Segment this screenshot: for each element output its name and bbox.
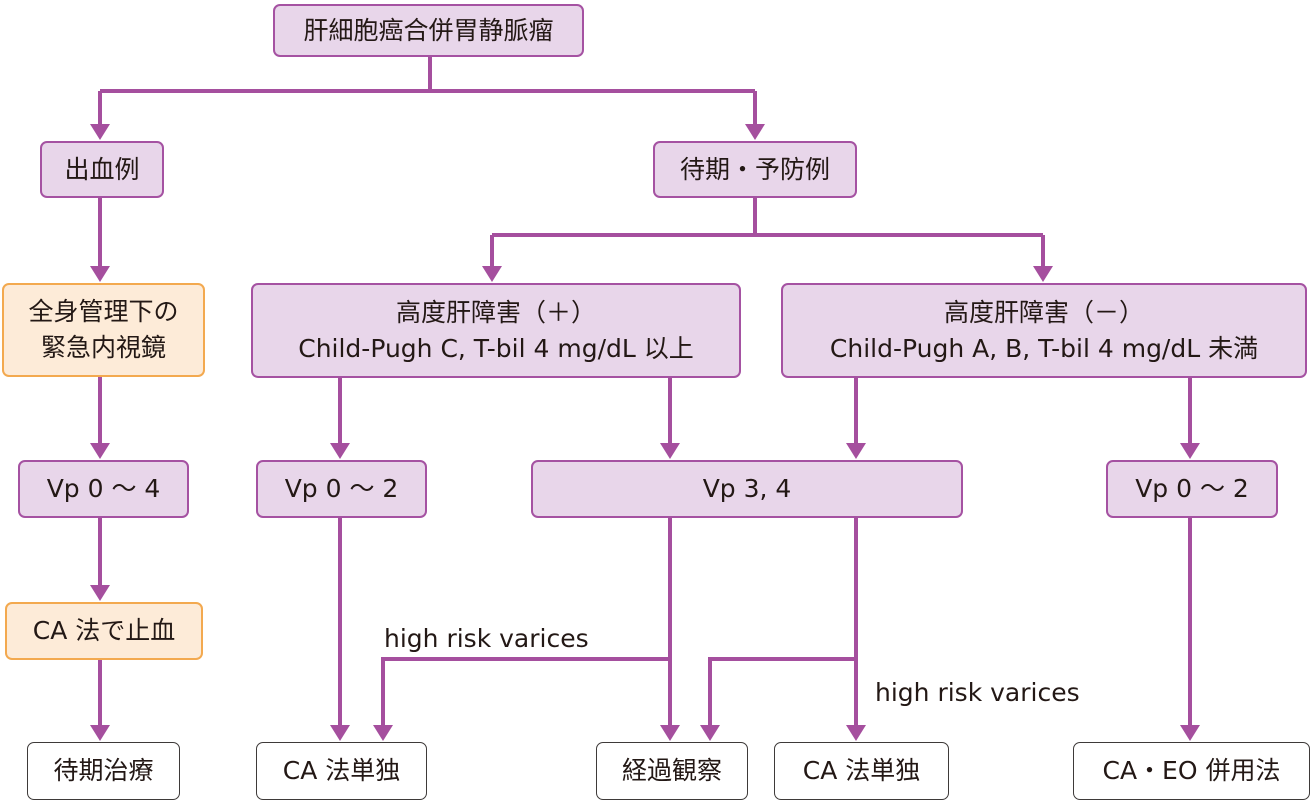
arrowhead-icon (1180, 725, 1200, 741)
node-ca-hemostasis-label: CA 法で止血 (32, 616, 176, 645)
node-bleeding-label: 出血例 (64, 154, 140, 184)
node-severe-liver-negative-line2: Child-Pugh A, B, T-bil 4 mg/dL 未満 (829, 333, 1259, 363)
edge-label-high-risk-right: high risk varices (875, 678, 1080, 707)
arrowhead-icon (90, 443, 110, 459)
arrowhead-icon (846, 443, 866, 459)
arrowhead-icon (90, 266, 110, 282)
node-vp-0-2-right: Vp 0 ～ 2 (1106, 460, 1278, 518)
node-ca-eo-combined-label: CA・EO 併用法 (1102, 756, 1281, 785)
node-severe-liver-positive-line1: 高度肝障害（＋） (395, 297, 596, 327)
node-bleeding: 出血例 (40, 141, 164, 198)
arrowhead-icon (1180, 443, 1200, 459)
node-ca-alone-right-label: CA 法単独 (802, 756, 921, 785)
node-emergency-endoscopy: 全身管理下の 緊急内視鏡 (2, 283, 205, 377)
node-root-label: 肝細胞癌合併胃静脈瘤 (303, 15, 554, 45)
node-elective-treatment-label: 待期治療 (53, 756, 154, 785)
node-observation: 経過観察 (596, 742, 748, 800)
arrowhead-icon (90, 585, 110, 601)
node-observation-label: 経過観察 (621, 756, 722, 785)
arrowhead-icon (660, 443, 680, 459)
node-ca-eo-combined: CA・EO 併用法 (1073, 742, 1310, 800)
node-vp-0-2-left: Vp 0 ～ 2 (256, 460, 427, 518)
arrowhead-icon (90, 124, 110, 140)
node-emergency-endoscopy-line1: 全身管理下の (28, 297, 179, 326)
edge-label-high-risk-left: high risk varices (384, 624, 589, 653)
node-vp-0-4: Vp 0 ～ 4 (18, 460, 189, 518)
connector-vp34-left-high-risk (381, 657, 670, 727)
node-ca-alone-left: CA 法単独 (256, 742, 427, 800)
arrowhead-icon (745, 124, 765, 140)
node-vp-0-2-left-label: Vp 0 ～ 2 (284, 474, 399, 503)
arrowhead-icon (846, 725, 866, 741)
node-ca-hemostasis: CA 法で止血 (5, 602, 203, 660)
node-elective-label: 待期・予防例 (679, 154, 830, 184)
node-emergency-endoscopy-line2: 緊急内視鏡 (40, 333, 166, 362)
node-vp-3-4-label: Vp 3, 4 (702, 474, 792, 503)
node-elective-treatment: 待期治療 (27, 742, 180, 800)
node-elective: 待期・予防例 (653, 141, 857, 198)
node-severe-liver-negative-line1: 高度肝障害（－） (943, 297, 1144, 327)
arrowhead-icon (1033, 266, 1053, 282)
node-vp-3-4: Vp 3, 4 (531, 460, 963, 518)
node-severe-liver-positive: 高度肝障害（＋） Child-Pugh C, T-bil 4 mg/dL 以上 (251, 283, 741, 378)
arrowhead-icon (373, 725, 393, 741)
node-severe-liver-positive-line2: Child-Pugh C, T-bil 4 mg/dL 以上 (298, 333, 694, 363)
arrowhead-icon (330, 443, 350, 459)
arrowhead-icon (700, 725, 720, 741)
arrowhead-icon (330, 725, 350, 741)
connector-vp34-right-to-observation (708, 657, 856, 727)
node-ca-alone-left-label: CA 法単独 (282, 756, 401, 785)
node-vp-0-2-right-label: Vp 0 ～ 2 (1135, 474, 1249, 503)
node-ca-alone-right: CA 法単独 (774, 742, 949, 800)
node-severe-liver-negative: 高度肝障害（－） Child-Pugh A, B, T-bil 4 mg/dL … (781, 283, 1307, 378)
node-root: 肝細胞癌合併胃静脈瘤 (273, 4, 584, 57)
arrowhead-icon (90, 725, 110, 741)
node-vp-0-4-label: Vp 0 ～ 4 (46, 474, 161, 503)
arrowhead-icon (660, 725, 680, 741)
arrowhead-icon (482, 266, 502, 282)
